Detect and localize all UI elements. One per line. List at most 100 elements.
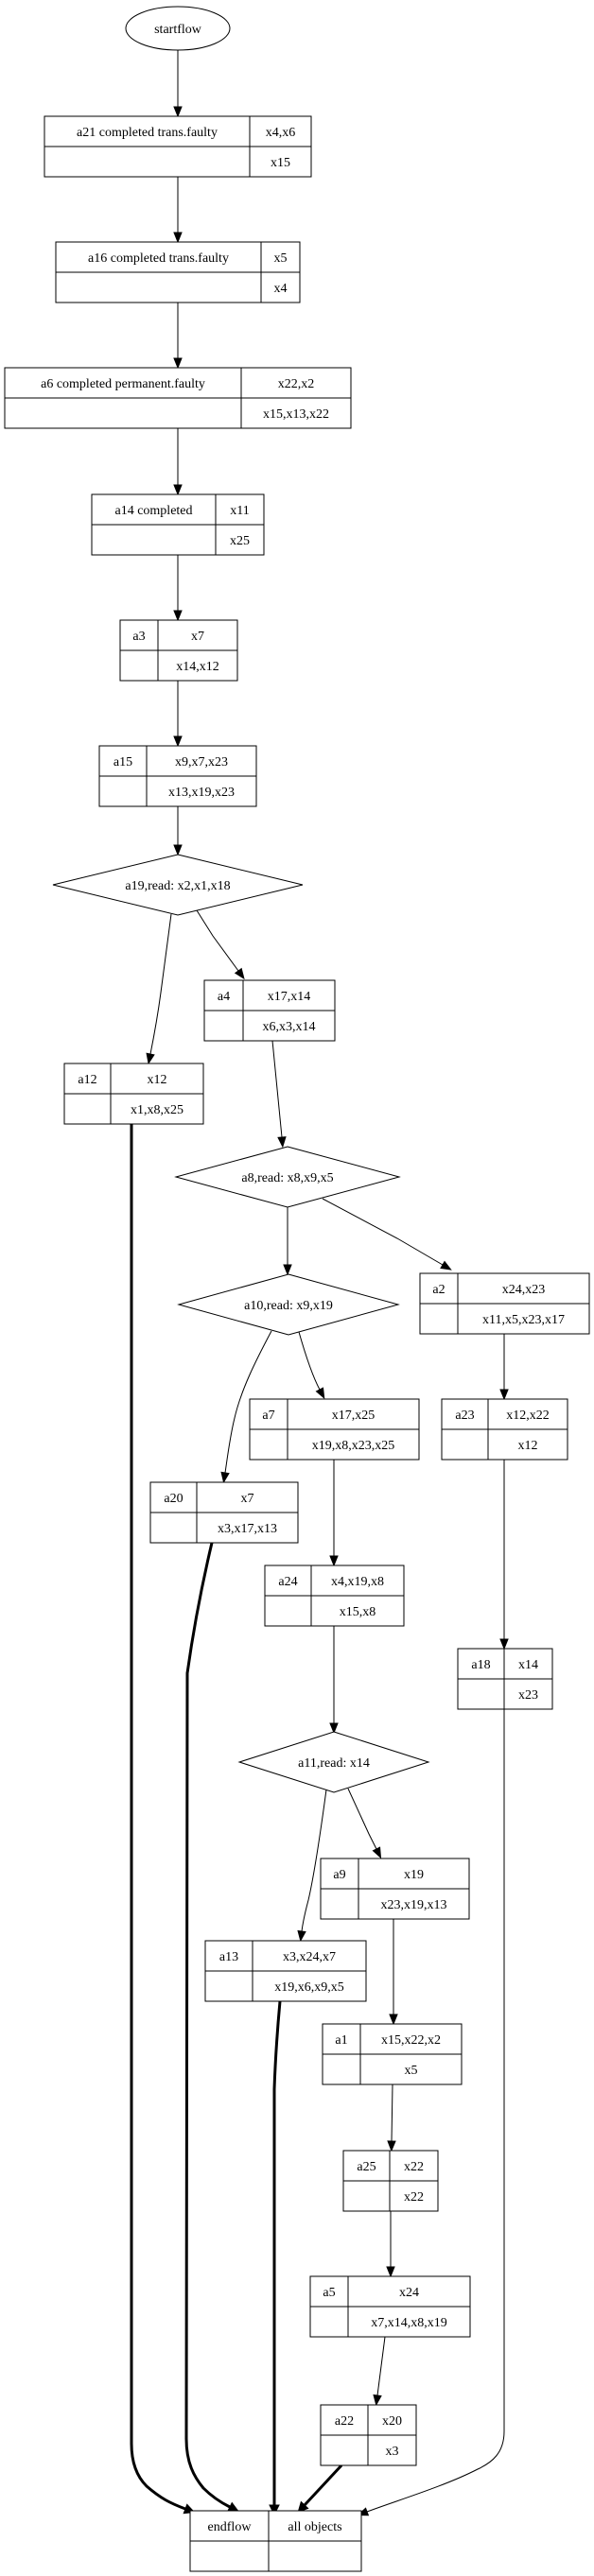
edge-a8-to-a2 <box>322 1198 452 1271</box>
task-node-endflow: endflow all objects <box>189 2510 362 2572</box>
edge-a23-to-a18 <box>499 1460 509 1651</box>
decision-node-a11: a11,read: x14 <box>237 1731 430 1793</box>
start-label: startflow <box>154 23 202 37</box>
edge-a7-to-a24 <box>329 1460 339 1567</box>
edge-a14-to-a3 <box>173 555 183 622</box>
arrowhead-icon <box>329 1555 339 1567</box>
arrowhead-icon <box>277 1136 287 1149</box>
task-label: a24 <box>278 1575 297 1589</box>
decision-node-a19: a19,read: x2,x1,x18 <box>52 854 304 916</box>
read-vars: x4 <box>274 282 288 296</box>
arrowhead-icon <box>297 1929 306 1943</box>
arrowhead-icon <box>389 2014 398 2026</box>
edge-line <box>224 1330 272 1474</box>
edge-a11-to-a9 <box>347 1788 382 1859</box>
written-vars: x12 <box>148 1073 167 1087</box>
edge-line <box>391 2083 393 2142</box>
read-vars: x19,x8,x23,x25 <box>312 1439 395 1453</box>
arrowhead-icon <box>173 232 183 244</box>
written-vars: x15,x22,x2 <box>381 2033 441 2048</box>
written-vars: x4,x19,x8 <box>331 1575 384 1589</box>
read-vars: x6,x3,x14 <box>263 1020 316 1034</box>
edge-a25-to-a5 <box>386 2211 395 2278</box>
arrowhead-icon <box>226 2501 239 2512</box>
edge-line <box>347 1788 377 1850</box>
arrowhead-icon <box>146 1052 155 1065</box>
read-vars: x1,x8,x25 <box>131 1103 183 1117</box>
edge-a16-to-a6 <box>173 303 183 370</box>
task-label: a23 <box>455 1409 474 1423</box>
edge-a22-to-endflow <box>297 2464 343 2514</box>
edge-line <box>303 2464 343 2507</box>
arrowhead-icon <box>387 2140 396 2152</box>
written-vars: x22,x2 <box>278 377 315 391</box>
read-vars: x15,x13,x22 <box>263 407 329 422</box>
written-vars: x11 <box>230 504 249 518</box>
arrowhead-icon <box>269 2504 280 2516</box>
task-label: endflow <box>208 2520 253 2534</box>
task-node-a24: a24 x4,x19,x8 x15,x8 <box>264 1565 405 1627</box>
edge-line <box>376 2336 386 2396</box>
decision-diamond <box>52 854 304 916</box>
read-vars: x19,x6,x9,x5 <box>274 1980 344 1995</box>
arrowhead-icon <box>329 1722 339 1735</box>
arrowhead-icon <box>283 1264 292 1276</box>
edge-a12-to-endflow <box>130 1124 196 2515</box>
written-vars: x3,x24,x7 <box>283 1950 336 1964</box>
written-vars: x20 <box>382 2414 402 2429</box>
arrowhead-icon <box>173 610 183 622</box>
edge-a19-to-a12 <box>146 913 172 1065</box>
edge-a15-to-a19 <box>173 806 183 856</box>
edge-line <box>149 913 172 1055</box>
edge-line <box>301 1789 327 1932</box>
decision-diamond <box>174 1146 401 1208</box>
arrowhead-icon <box>386 2266 395 2278</box>
decision-node-a10: a10,read: x9,x19 <box>177 1273 400 1336</box>
read-vars: x11,x5,x23,x17 <box>482 1313 565 1327</box>
task-label: a13 <box>219 1950 238 1964</box>
edge-startflow-to-a21 <box>173 50 183 118</box>
task-label: a14 completed <box>114 504 192 518</box>
written-vars: all objects <box>288 2520 341 2534</box>
task-label: a7 <box>262 1409 274 1423</box>
edge-a10-to-a7 <box>298 1331 325 1400</box>
edge-a19-to-a4 <box>196 909 245 980</box>
written-vars: x9,x7,x23 <box>175 755 228 769</box>
task-label: a25 <box>357 2160 376 2174</box>
written-vars: x24,x23 <box>502 1283 546 1297</box>
edge-line <box>366 1709 505 2513</box>
written-vars: x24 <box>399 2286 419 2300</box>
read-vars: x5 <box>405 2064 418 2078</box>
written-vars: x4,x6 <box>266 126 296 140</box>
edge-a20-to-endflow <box>184 1542 239 2512</box>
read-vars: x3,x17,x13 <box>218 1522 277 1536</box>
task-label: a3 <box>132 630 145 644</box>
edge-a21-to-a16 <box>173 177 183 244</box>
decision-diamond <box>177 1273 400 1336</box>
read-vars: x7,x14,x8,x19 <box>371 2316 447 2330</box>
arrowhead-icon <box>499 1389 509 1401</box>
arrowhead-icon <box>173 484 183 496</box>
edge-line <box>272 2000 282 2505</box>
read-vars: x15 <box>271 156 290 170</box>
arrowhead-icon <box>440 1260 452 1271</box>
read-vars: x12 <box>518 1439 538 1453</box>
edge-a1-to-a25 <box>387 2083 396 2152</box>
task-label: a20 <box>164 1492 183 1506</box>
decision-label: a10,read: x9,x19 <box>244 1299 333 1313</box>
read-vars: x15,x8 <box>340 1605 376 1619</box>
edge-a4-to-a8 <box>271 1040 287 1149</box>
task-label: a12 <box>78 1073 96 1087</box>
edge-a2-to-a23 <box>499 1334 509 1401</box>
decision-diamond <box>237 1731 430 1793</box>
edge-line <box>298 1331 321 1391</box>
written-vars: x17,x14 <box>268 990 311 1004</box>
